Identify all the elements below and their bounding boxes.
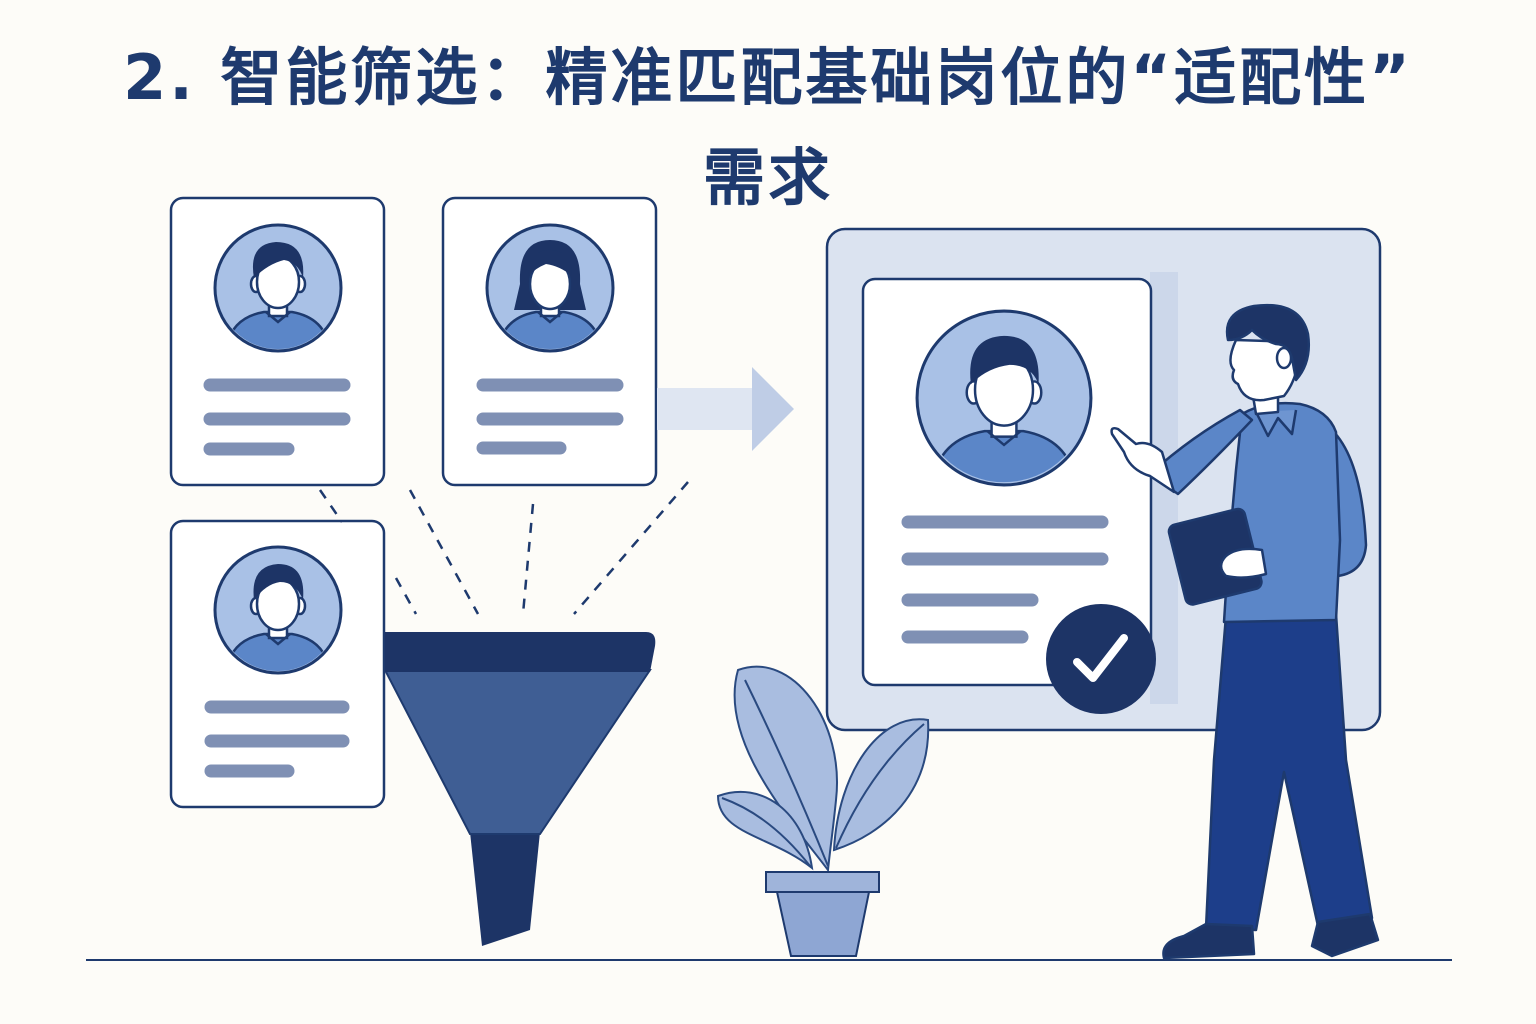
tablet-icon <box>1167 507 1263 606</box>
page-title-continued: 需求 <box>702 141 833 214</box>
avatar-male-icon <box>213 223 343 353</box>
plant-pot <box>765 871 880 957</box>
hand <box>1219 547 1268 579</box>
flow-line <box>318 489 344 523</box>
flow-line <box>394 577 418 615</box>
page-title: 2. 智能筛选：精准匹配基础岗位的“适配性” <box>123 41 1413 114</box>
resume-card-3 <box>169 519 386 809</box>
plant-leaves <box>716 665 930 873</box>
arrow-right-icon <box>657 367 794 451</box>
pants <box>1204 612 1374 932</box>
collar <box>1254 409 1298 438</box>
hair <box>1225 303 1310 382</box>
potted-plant <box>716 665 930 957</box>
pointing-hand <box>1110 426 1176 494</box>
funnel-icon <box>383 632 656 946</box>
shoe <box>1162 922 1256 960</box>
flow-line <box>573 481 689 615</box>
check-icon <box>1046 604 1156 714</box>
selected-resume-card <box>861 277 1153 687</box>
resume-card-1 <box>169 196 386 487</box>
avatar-male-icon <box>915 309 1093 487</box>
resume-card-2 <box>441 196 658 487</box>
shoe <box>1310 912 1380 958</box>
avatar-female-icon <box>485 223 615 353</box>
avatar-male-icon <box>213 545 343 675</box>
flow-line <box>408 489 480 615</box>
dashed-flow-lines <box>318 481 689 615</box>
flow-line <box>521 503 535 615</box>
recruiter-figure <box>1110 303 1380 960</box>
